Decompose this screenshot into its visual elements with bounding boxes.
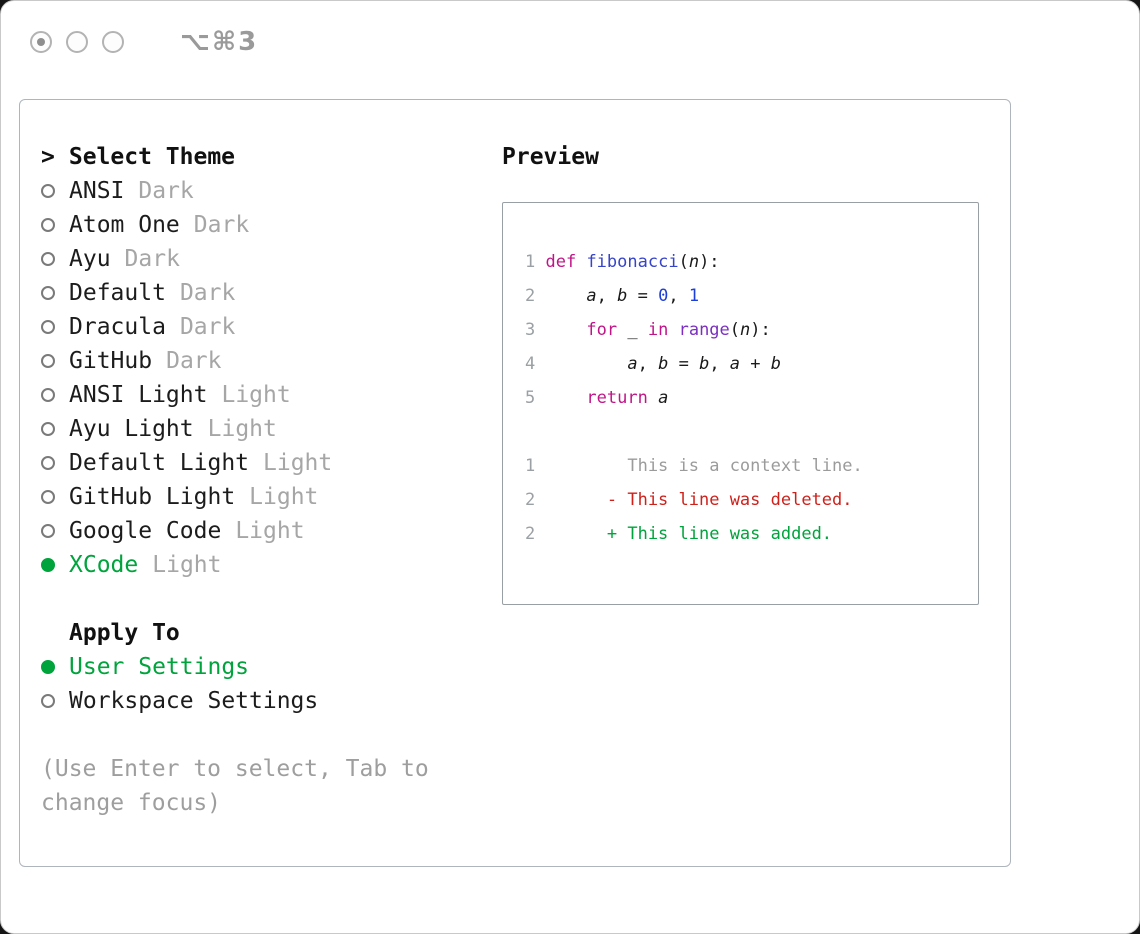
radio-icon [41, 388, 55, 402]
theme-name: Default [69, 280, 166, 306]
window-button-icon[interactable] [66, 31, 88, 53]
theme-option-google-code[interactable]: Google Code Light [41, 514, 475, 548]
theme-variant: Dark [138, 178, 194, 204]
theme-name: ANSI Light [69, 382, 208, 408]
select-theme-title: Select Theme [68, 144, 236, 170]
help-text: (Use Enter to select, Tab to change focu… [41, 756, 429, 816]
line-number: 3 [525, 320, 536, 340]
theme-variant: Light [207, 416, 277, 442]
window-button-active-icon[interactable] [30, 31, 52, 53]
radio-selected-icon [41, 558, 55, 572]
theme-variant: Dark [179, 280, 236, 306]
theme-variant: Dark [166, 348, 222, 374]
radio-icon [41, 490, 55, 504]
diff-line-deleted: 2 - This line was deleted. [525, 483, 978, 517]
theme-variant: Dark [179, 314, 236, 340]
radio-icon [41, 422, 55, 436]
theme-variant: Light [152, 552, 222, 578]
line-number: 2 [525, 524, 536, 544]
theme-option-atom-one[interactable]: Atom One Dark [41, 208, 475, 242]
line-number: 4 [525, 354, 536, 374]
theme-name: Ayu [69, 246, 111, 272]
theme-name: Default Light [69, 450, 250, 476]
diff-line-context: 1 This is a context line. [525, 449, 978, 483]
theme-variant: Dark [193, 212, 250, 238]
preview-gap [525, 415, 978, 449]
code-line: 5 return a [525, 381, 978, 415]
apply-option-label: Workspace Settings [69, 688, 319, 714]
select-theme-heading: > Select Theme [41, 140, 475, 174]
line-number: 1 [525, 252, 536, 272]
theme-option-ayu-light[interactable]: Ayu Light Light [41, 412, 475, 446]
theme-option-ansi[interactable]: ANSI Dark [41, 174, 475, 208]
line-number: 5 [525, 388, 536, 408]
radio-icon [41, 320, 55, 334]
theme-name: Ayu Light [69, 416, 194, 442]
preview-heading: Preview [502, 144, 599, 170]
code-line: 4 a, b = b, a + b [525, 347, 978, 381]
radio-icon [41, 456, 55, 470]
theme-name: XCode [69, 552, 139, 578]
theme-option-github-light[interactable]: GitHub Light Light [41, 480, 475, 514]
radio-icon [41, 252, 55, 266]
theme-option-ayu[interactable]: Ayu Dark [41, 242, 475, 276]
diff-preview: 1 This is a context line.2 - This line w… [525, 449, 978, 551]
diff-line-added: 2 + This line was added. [525, 517, 978, 551]
active-dot-icon [37, 38, 45, 46]
radio-icon [41, 184, 55, 198]
window-button-icon[interactable] [102, 31, 124, 53]
theme-option-github[interactable]: GitHub Dark [41, 344, 475, 378]
line-number: 1 [525, 456, 536, 476]
code-line: 2 a, b = 0, 1 [525, 279, 978, 313]
radio-icon [41, 286, 55, 300]
theme-name: Atom One [69, 212, 180, 238]
prompt-caret-icon: > [41, 144, 55, 170]
theme-option-dracula[interactable]: Dracula Dark [41, 310, 475, 344]
theme-variant: Light [235, 518, 305, 544]
theme-option-default-light[interactable]: Default Light Light [41, 446, 475, 480]
apply-option-user-settings[interactable]: User Settings [41, 650, 475, 684]
titlebar: ⌥⌘3 [30, 27, 258, 57]
apply-option-workspace-settings[interactable]: Workspace Settings [41, 684, 475, 718]
theme-name: Dracula [69, 314, 166, 340]
theme-variant: Light [249, 484, 319, 510]
theme-option-xcode[interactable]: XCode Light [41, 548, 475, 582]
line-number: 2 [525, 490, 536, 510]
line-number: 2 [525, 286, 536, 306]
radio-selected-icon [41, 660, 55, 674]
radio-icon [41, 218, 55, 232]
theme-option-default[interactable]: Default Dark [41, 276, 475, 310]
radio-icon [41, 694, 55, 708]
theme-variant: Light [263, 450, 333, 476]
code-line: 3 for _ in range(n): [525, 313, 978, 347]
apply-option-label: User Settings [69, 654, 250, 680]
apply-to-heading: Apply To [69, 620, 180, 646]
radio-icon [41, 354, 55, 368]
theme-name: GitHub [69, 348, 153, 374]
keyboard-shortcut-label: ⌥⌘3 [180, 27, 259, 57]
theme-name: Google Code [69, 518, 222, 544]
theme-name: GitHub Light [69, 484, 236, 510]
radio-icon [41, 524, 55, 538]
theme-option-ansi-light[interactable]: ANSI Light Light [41, 378, 475, 412]
theme-name: ANSI [69, 178, 125, 204]
theme-variant: Dark [124, 246, 180, 272]
theme-variant: Light [221, 382, 291, 408]
